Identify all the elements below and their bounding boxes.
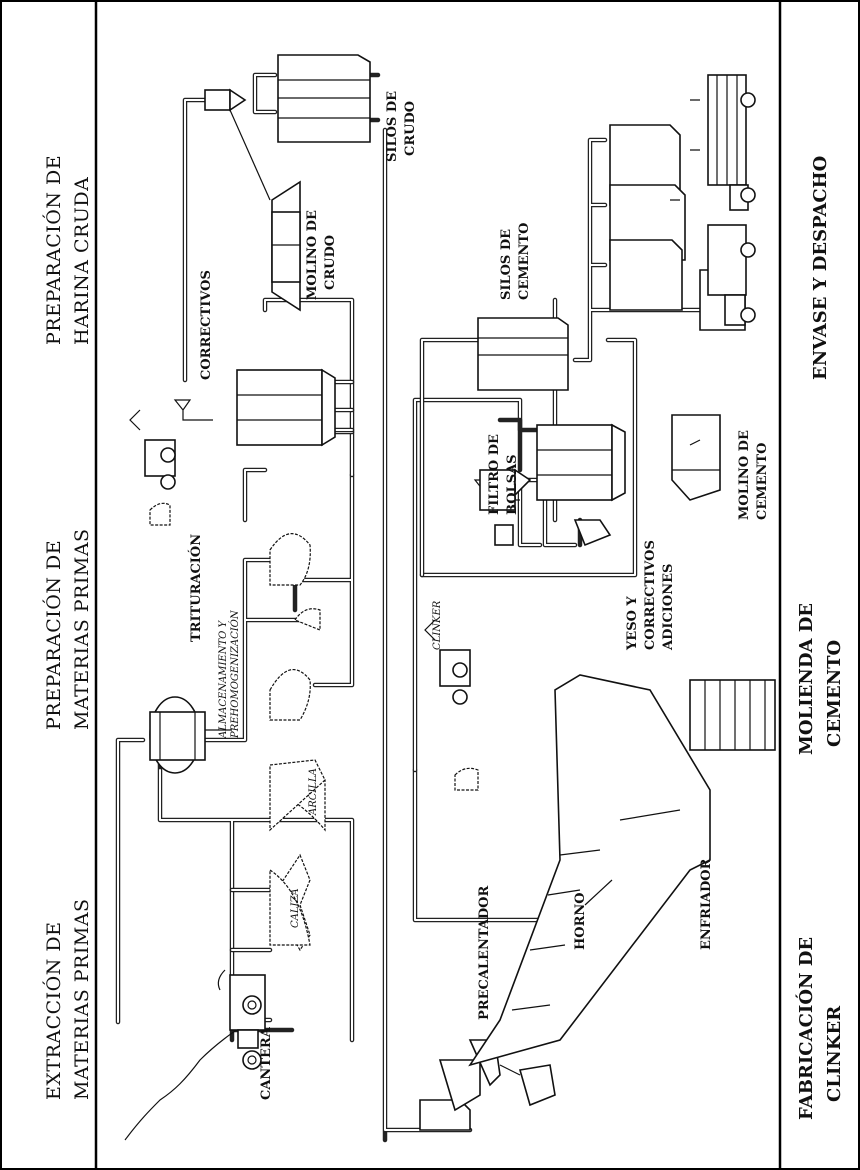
svg-text:ALMACENAMIENTO Y: ALMACENAMIENTO Y bbox=[218, 619, 229, 739]
enfriador-label: ENFRIADOR bbox=[699, 858, 714, 950]
correctivos-label: CORRECTIVOS bbox=[199, 270, 214, 380]
svg-text:SILOS DE: SILOS DE bbox=[385, 91, 400, 162]
svg-text:CEMENTO: CEMENTO bbox=[755, 443, 770, 520]
flow-arrows bbox=[670, 99, 700, 201]
svg-text:HARINA CRUDA: HARINA CRUDA bbox=[71, 177, 93, 345]
svg-text:PREHOMOGENIZACIÓN: PREHOMOGENIZACIÓN bbox=[229, 609, 241, 739]
svg-text:SILOS DE: SILOS DE bbox=[499, 229, 514, 300]
precalentador-label: PRECALENTADOR bbox=[477, 886, 492, 1021]
svg-text:CEMENTO: CEMENTO bbox=[824, 640, 845, 747]
clinker-label: CLINKER bbox=[432, 600, 443, 650]
dump-truck-icon bbox=[217, 969, 266, 1070]
cooler-icon bbox=[689, 679, 776, 751]
bagging-silos bbox=[609, 124, 746, 331]
stage-preparacion-hc: PREPARACIÓN DE HARINA CRUDA bbox=[42, 155, 93, 345]
svg-text:PREPARACIÓN DE: PREPARACIÓN DE bbox=[42, 155, 65, 345]
bag-truck-icon bbox=[707, 74, 756, 211]
kiln-icon bbox=[468, 674, 711, 1067]
molino-crudo-label: MOLINO DE CRUDO bbox=[305, 210, 338, 300]
crusher-icon bbox=[149, 696, 232, 774]
svg-text:CRUDO: CRUDO bbox=[323, 235, 338, 290]
svg-text:MOLIENDA DE: MOLIENDA DE bbox=[796, 603, 817, 755]
svg-text:EXTRACCIÓN DE: EXTRACCIÓN DE bbox=[42, 921, 65, 1100]
raw-bins bbox=[173, 368, 336, 447]
molino-cemento-label: MOLINO DE CEMENTO bbox=[737, 430, 770, 520]
svg-text:CRUDO: CRUDO bbox=[403, 101, 418, 156]
silos-cemento-label: SILOS DE CEMENTO bbox=[499, 223, 532, 300]
arcilla-label: ARCILLA bbox=[308, 768, 319, 816]
quarry-outline bbox=[124, 1024, 246, 1141]
svg-text:FILTRO DE: FILTRO DE bbox=[487, 434, 502, 515]
svg-text:CLINKER: CLINKER bbox=[824, 1005, 845, 1102]
caliza-pile bbox=[269, 853, 311, 952]
trituracion-label: TRITURACIÓN bbox=[187, 534, 204, 642]
svg-text:PREPARACIÓN DE: PREPARACIÓN DE bbox=[42, 540, 65, 730]
clinker-bins bbox=[473, 423, 626, 502]
cantera-label: CANTERA bbox=[259, 1026, 274, 1100]
cement-mill-icon bbox=[671, 414, 721, 501]
caliza-label: CALIZA bbox=[290, 888, 301, 928]
stage-fabricacion: FABRICACIÓN DE CLINKER bbox=[794, 937, 845, 1120]
svg-text:CEMENTO: CEMENTO bbox=[517, 223, 532, 300]
svg-text:BOLSAS: BOLSAS bbox=[505, 454, 520, 515]
raw-silos bbox=[277, 54, 371, 143]
filtro-label: FILTRO DE BOLSAS bbox=[487, 434, 520, 515]
svg-text:MATERIAS PRIMAS: MATERIAS PRIMAS bbox=[71, 528, 93, 730]
bag-filter-icon bbox=[479, 468, 612, 547]
silos-crudo-label: SILOS DE CRUDO bbox=[385, 91, 418, 162]
bulk-truck-icon bbox=[707, 224, 756, 326]
stage-preparacion-mp: PREPARACIÓN DE MATERIAS PRIMAS bbox=[42, 528, 93, 730]
almacenamiento-label: ALMACENAMIENTO Y PREHOMOGENIZACIÓN bbox=[218, 609, 241, 739]
loader-icon bbox=[129, 409, 176, 490]
raw-mill-icon bbox=[271, 180, 301, 312]
svg-text:CORRECTIVOS: CORRECTIVOS bbox=[643, 540, 658, 650]
cement-silos bbox=[477, 317, 569, 391]
svg-text:YESO Y: YESO Y bbox=[625, 596, 640, 651]
storage-piles bbox=[149, 502, 479, 791]
svg-text:MATERIAS PRIMAS: MATERIAS PRIMAS bbox=[71, 898, 93, 1100]
svg-text:MOLINO DE: MOLINO DE bbox=[305, 210, 320, 300]
svg-text:ADICIONES: ADICIONES bbox=[661, 564, 676, 651]
separator-icon bbox=[204, 88, 271, 201]
clinker-loader-icon bbox=[424, 619, 471, 705]
arcilla-pile bbox=[269, 759, 326, 832]
stage-molienda: MOLIENDA DE CEMENTO bbox=[796, 603, 845, 755]
svg-text:ENVASE Y DESPACHO: ENVASE Y DESPACHO bbox=[810, 156, 831, 380]
horno-label: HORNO bbox=[573, 892, 588, 950]
stage-envase: ENVASE Y DESPACHO bbox=[810, 156, 831, 380]
stage-extraccion: EXTRACCIÓN DE MATERIAS PRIMAS bbox=[42, 898, 93, 1100]
svg-text:MOLINO DE: MOLINO DE bbox=[737, 430, 752, 520]
svg-text:FABRICACIÓN DE: FABRICACIÓN DE bbox=[794, 937, 817, 1120]
yeso-label: YESO Y CORRECTIVOS ADICIONES bbox=[625, 540, 676, 651]
